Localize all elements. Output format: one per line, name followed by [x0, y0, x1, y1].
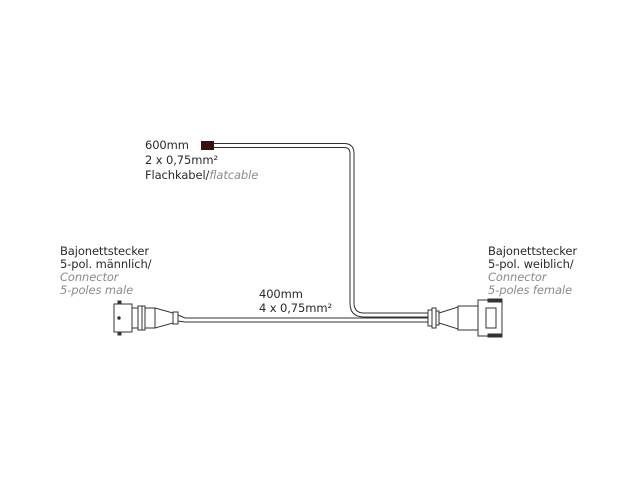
connector-female-label: Bajonettstecker 5-pol. weiblich/ Connect… [488, 245, 577, 297]
connector-female-line3: Connector [488, 270, 547, 284]
flatcable-terminal [201, 141, 214, 150]
connector-female-line4: 5-poles female [488, 283, 572, 297]
flatcable-line [214, 143, 428, 318]
flatcable-length: 600mm [145, 138, 189, 152]
main-cable-label: 400mm 4 x 0,75mm² [259, 288, 332, 315]
main-cable-length: 400mm [259, 287, 303, 301]
female-connector-icon [427, 298, 503, 338]
connector-male-line2: 5-pol. männlich/ [60, 257, 152, 271]
flatcable-cross-section: 2 x 0,75mm² [145, 153, 218, 167]
connector-male-line1: Bajonettstecker [60, 244, 150, 258]
flatcable-type-en: flatcable [209, 168, 259, 182]
connector-male-line3: Connector [60, 270, 119, 284]
connector-male-label: Bajonettstecker 5-pol. männlich/ Connect… [60, 244, 152, 297]
main-cable-cross-section: 4 x 0,75mm² [259, 301, 332, 315]
connector-male-line4: 5-poles male [60, 283, 134, 297]
main-cable-line [185, 317, 428, 323]
connector-female-line1: Bajonettstecker [488, 244, 578, 258]
male-connector-icon [113, 300, 186, 336]
connector-female-line2: 5-pol. weiblich/ [488, 257, 574, 271]
flatcable-label: 600mm 2 x 0,75mm² Flachkabel/flatcable [145, 139, 258, 182]
flatcable-type-de: Flachkabel/ [145, 168, 210, 182]
